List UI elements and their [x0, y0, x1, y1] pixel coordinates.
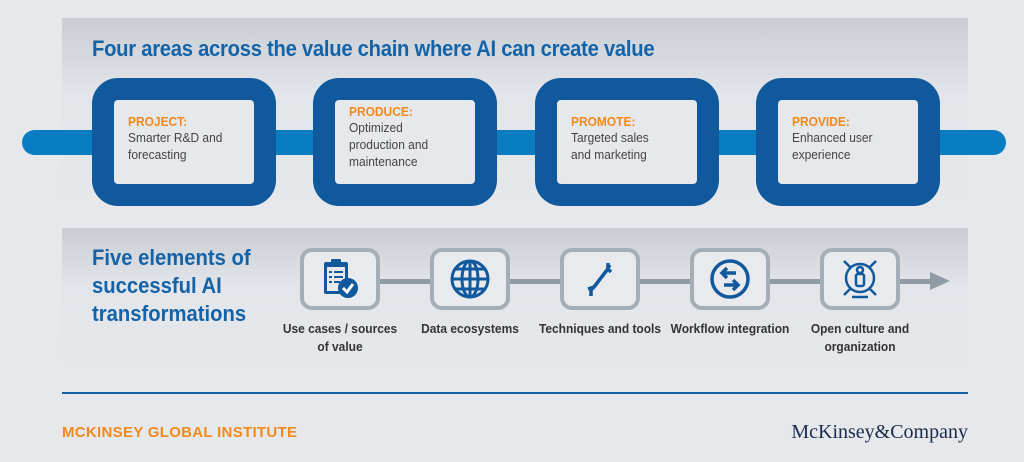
area-heading: PROMOTE: — [571, 114, 636, 129]
area-project: PROJECT:Smarter R&D and forecasting — [92, 78, 276, 206]
element-workflow: Workflow integration — [660, 248, 800, 338]
element-label: Data ecosystems — [421, 321, 519, 336]
element-label: Use cases / sources of value — [282, 321, 398, 354]
element-use-cases: Use cases / sources of value — [270, 248, 410, 356]
mckinsey-logo: McKinsey&Company — [791, 421, 968, 443]
area-promote: PROMOTE:Targeted sales and marketing — [535, 78, 719, 206]
elements-panel — [62, 228, 968, 374]
area-heading: PROVIDE: — [792, 114, 850, 129]
element-label: Workflow integration — [670, 321, 790, 336]
clipboard-check-icon — [324, 259, 358, 298]
element-label: Techniques and tools — [538, 321, 662, 336]
area-text: Optimized production and maintenance — [349, 120, 429, 169]
element-label: Open culture and organization — [810, 321, 910, 354]
arrow-head-icon — [930, 272, 950, 290]
area-provide: PROVIDE:Enhanced user experience — [756, 78, 940, 206]
area-text: Targeted sales and marketing — [571, 130, 649, 162]
divider — [62, 392, 968, 394]
area-heading: PRODUCE: — [349, 104, 413, 119]
area-text: Enhanced user experience — [792, 130, 873, 162]
globe-icon — [450, 259, 490, 299]
mgi-label: MCKINSEY GLOBAL INSTITUTE — [62, 424, 298, 441]
element-culture: Open culture and organization — [790, 248, 930, 356]
element-data: Data ecosystems — [400, 248, 540, 338]
person-network-icon — [843, 260, 877, 299]
area-text: Smarter R&D and forecasting — [128, 130, 223, 162]
connector-line — [340, 279, 940, 284]
elements-title: Five elements of successful AI transform… — [92, 245, 251, 326]
element-techniques: Techniques and tools — [530, 248, 670, 338]
area-produce: PRODUCE:Optimized production and mainten… — [313, 78, 497, 206]
exchange-arrows-icon — [710, 259, 750, 299]
value-chain-title: Four areas across the value chain where … — [92, 36, 655, 61]
area-heading: PROJECT: — [128, 114, 188, 129]
wrench-icon — [587, 263, 613, 296]
